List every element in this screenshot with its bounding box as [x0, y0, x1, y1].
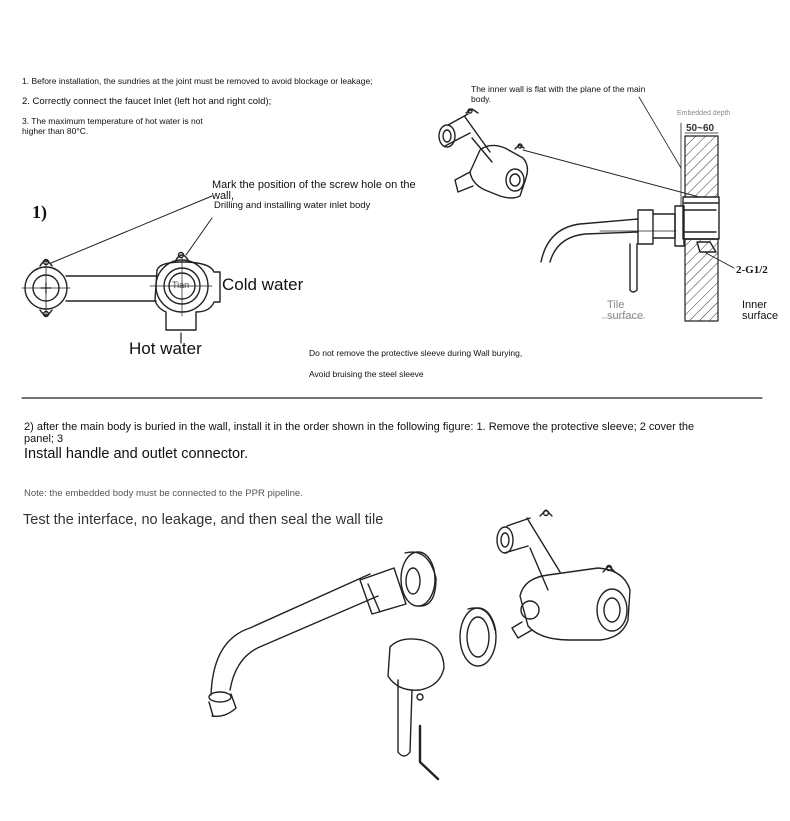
note-2: 2. Correctly connect the faucet Inlet (l…	[22, 96, 272, 107]
tile-surface-line1: Tile	[607, 299, 625, 311]
wall-section-view	[540, 96, 735, 322]
body-marking: Tian	[172, 280, 190, 290]
depth-range-label: 50~60	[686, 123, 715, 134]
inner-surface-line2: surface	[742, 310, 779, 322]
cold-water-label: Cold water	[222, 275, 304, 294]
section2-line3: Install handle and outlet connector.	[24, 446, 249, 462]
inner-wall-note-line2: body.	[471, 94, 492, 104]
assembly-exploded-view	[208, 509, 631, 781]
sleeve-warning: Do not remove the protective sleeve duri…	[309, 348, 523, 358]
ppr-note: Note: the embedded body must be connecte…	[24, 488, 303, 499]
inner-surface-line1: Inner	[742, 299, 768, 311]
note-3-line2: higher than 80°C.	[22, 126, 89, 136]
note-3-line1: 3. The maximum temperature of hot water …	[22, 116, 203, 126]
handle-body	[387, 638, 445, 691]
bruise-warning: Avoid bruising the steel sleeve	[309, 369, 424, 379]
hot-water-label: Hot water	[129, 339, 202, 358]
test-seal-instruction: Test the interface, no leakage, and then…	[23, 512, 384, 528]
mark-screw-hole-line2: wall,	[212, 190, 235, 202]
inner-wall-note-line1: The inner wall is flat with the plane of…	[471, 84, 646, 94]
step-1-label: 1)	[32, 202, 47, 222]
drilling-instruction: Drilling and installing water inlet body	[214, 200, 371, 211]
inlet-body-iso-view	[438, 108, 719, 203]
mark-screw-hole-line1: Mark the position of the screw hole on t…	[212, 179, 416, 191]
thread-label: 2-G1/2	[736, 264, 768, 276]
section2-line2: panel; 3	[24, 433, 64, 445]
tile-surface-line2: surface	[607, 310, 644, 322]
inlet-body-front-view	[21, 195, 221, 344]
note-1: 1. Before installation, the sundries at …	[22, 76, 373, 86]
section2-line1: 2) after the main body is buried in the …	[24, 421, 695, 433]
embedded-depth-label: Embedded depth	[677, 110, 731, 117]
